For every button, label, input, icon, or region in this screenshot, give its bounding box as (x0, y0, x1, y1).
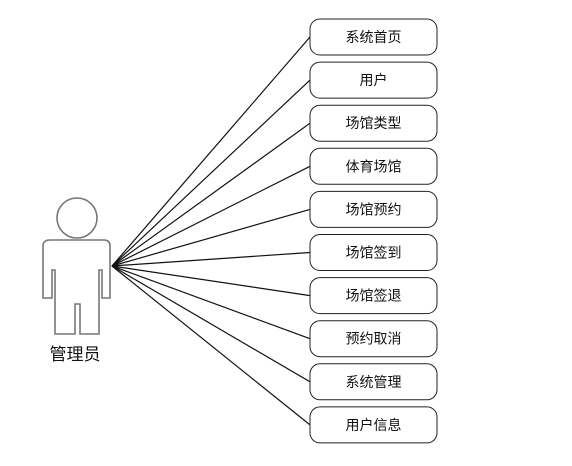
use-case-label: 系统首页 (346, 30, 402, 46)
use-case-box (309, 320, 438, 358)
connector-line (111, 165, 311, 267)
actor-label: 管理员 (50, 345, 101, 365)
connector-line (111, 208, 311, 267)
use-case-label: 系统管理 (346, 375, 402, 391)
use-case-box (309, 363, 438, 401)
actor-head (56, 197, 98, 239)
connector-line (111, 122, 311, 267)
use-case-label: 用户信息 (346, 417, 402, 434)
connector-line (111, 79, 311, 267)
use-case-box (309, 18, 438, 56)
use-case-node: 系统首页 (309, 18, 438, 56)
use-case-label: 预约取消 (346, 332, 402, 348)
connector-line (111, 265, 311, 297)
use-case-box (309, 277, 438, 315)
use-case-box (309, 147, 438, 185)
person-icon (42, 197, 111, 335)
use-case-box (309, 190, 438, 228)
actor-body (42, 239, 111, 335)
use-case-node: 场馆类型 (309, 104, 438, 142)
use-case-label: 场馆签退 (346, 288, 402, 305)
use-case-node: 场馆预约 (309, 190, 438, 228)
use-case-box (309, 234, 438, 271)
actor-figure: 管理员 (42, 197, 111, 365)
use-case-label: 体育场馆 (346, 159, 402, 175)
use-case-label: 场馆签到 (346, 245, 402, 262)
use-case-node: 场馆签退 (309, 277, 438, 315)
use-case-node: 预约取消 (309, 320, 438, 358)
connector-line (111, 265, 311, 383)
use-case-node: 用户 (309, 61, 438, 99)
use-case-label: 用户 (360, 72, 388, 89)
use-case-box (309, 406, 438, 444)
use-case-node: 用户信息 (309, 406, 438, 444)
connector-line (111, 36, 311, 267)
connector-line (111, 265, 311, 340)
use-case-node: 系统管理 (309, 363, 438, 401)
use-case-node: 体育场馆 (309, 147, 438, 185)
connector-lines (111, 36, 311, 426)
use-case-node: 场馆签到 (309, 234, 438, 271)
connector-line (111, 251, 311, 267)
use-case-label: 场馆预约 (346, 202, 402, 218)
use-case-box (309, 61, 438, 99)
connector-line (111, 265, 311, 426)
use-case-label: 场馆类型 (346, 116, 402, 132)
use-case-box (309, 104, 438, 142)
